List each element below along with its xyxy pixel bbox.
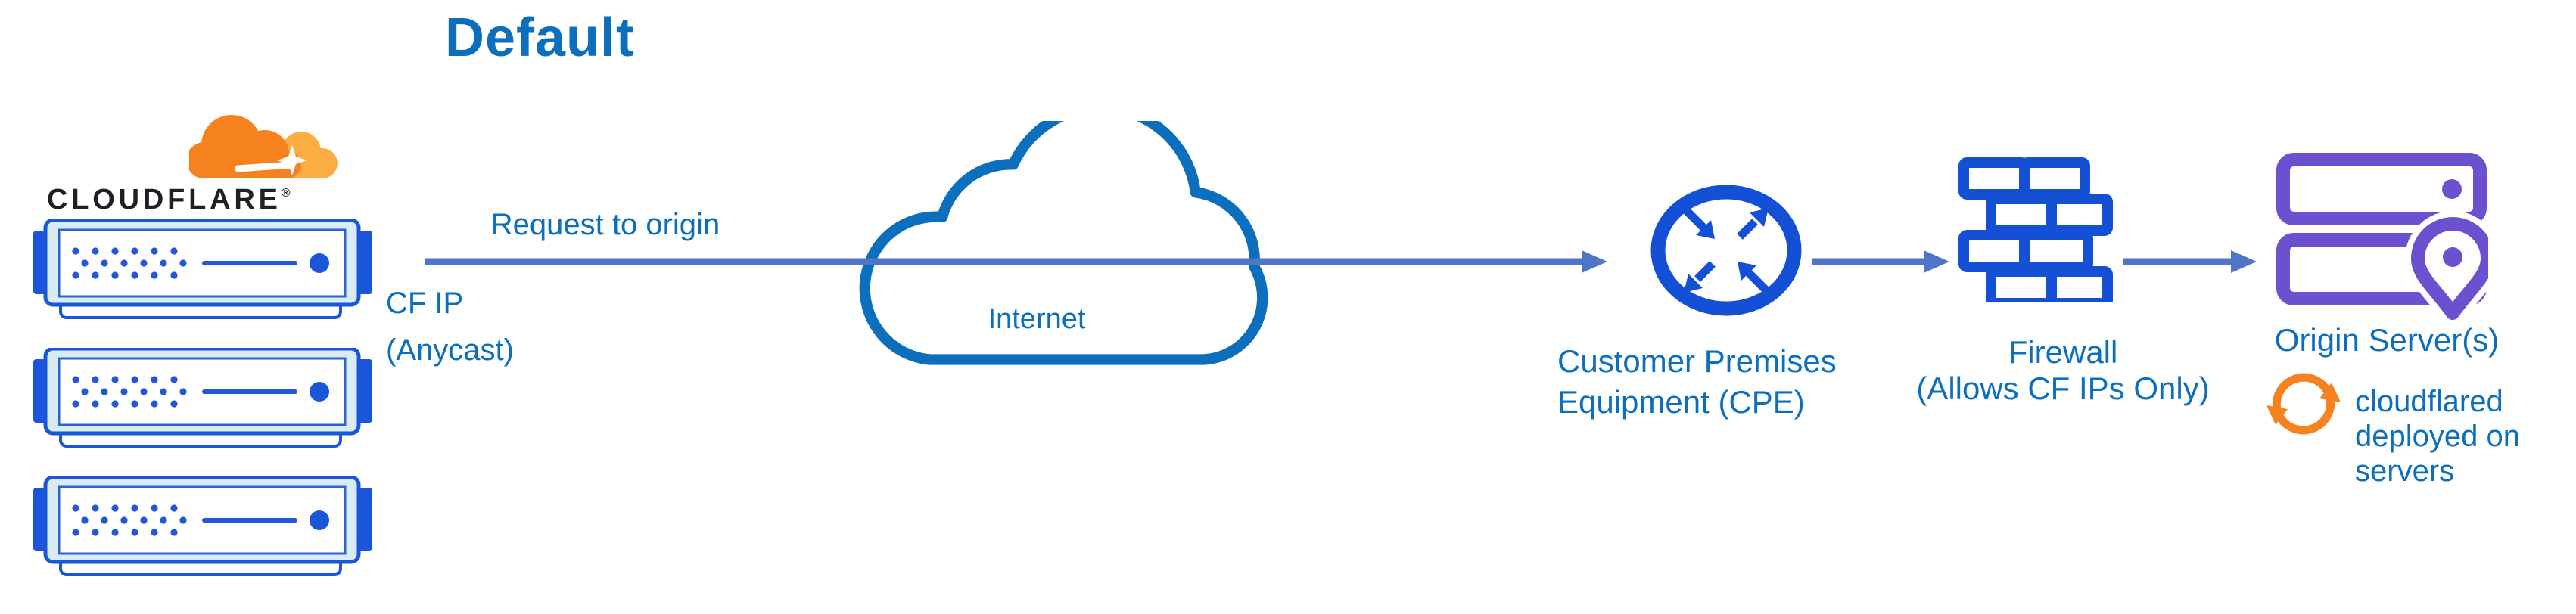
sync-arrows-icon [2267,373,2340,435]
firewall-line2: (Allows CF IPs Only) [1916,372,2210,407]
cloudflare-wordmark: CLOUDFLARE® [47,185,291,216]
firewall-icon [1958,157,2113,302]
firewall-line1: Firewall [2008,336,2118,371]
cloudflared-line1: cloudflared [2355,386,2503,419]
arrowhead [1924,250,1949,273]
edge-server-icon [33,476,372,576]
arrowhead [2231,250,2257,273]
cf-ip-line2: (Anycast) [386,334,514,367]
edge-server-icon [33,348,372,448]
edge-server-icon [33,219,372,319]
cf-ip-anycast-label: CF IP (Anycast) [386,281,514,375]
server-dot-grid [72,376,187,408]
cpe-line2: Equipment (CPE) [1557,386,1805,420]
cpe-label: Customer Premises Equipment (CPE) [1557,342,1837,423]
cpe-line1: Customer Premises [1557,345,1837,380]
logo-sparkle [277,145,307,175]
origin-servers-label: Origin Server(s) [2274,324,2500,358]
cloudflared-line2: deployed on [2355,420,2520,454]
cloudflare-logo-icon [189,115,338,178]
server-dot-grid [72,247,187,279]
server-dot-grid [72,504,187,536]
arrowhead [1582,250,1607,273]
diagram-title: Default [445,6,636,68]
registered-mark: ® [281,186,291,200]
location-pin-icon [2405,211,2488,322]
request-to-origin-label: Request to origin [490,209,720,242]
origin-server-icon [2276,153,2488,322]
internet-label: Internet [988,304,1086,336]
firewall-label: Firewall (Allows CF IPs Only) [1901,336,2225,408]
cpe-router-icon [1650,185,1802,316]
cf-ip-line1: CF IP [386,287,464,321]
cloudflared-line3: servers [2355,455,2455,488]
cloudflared-label: cloudflared deployed on servers [2355,386,2520,490]
